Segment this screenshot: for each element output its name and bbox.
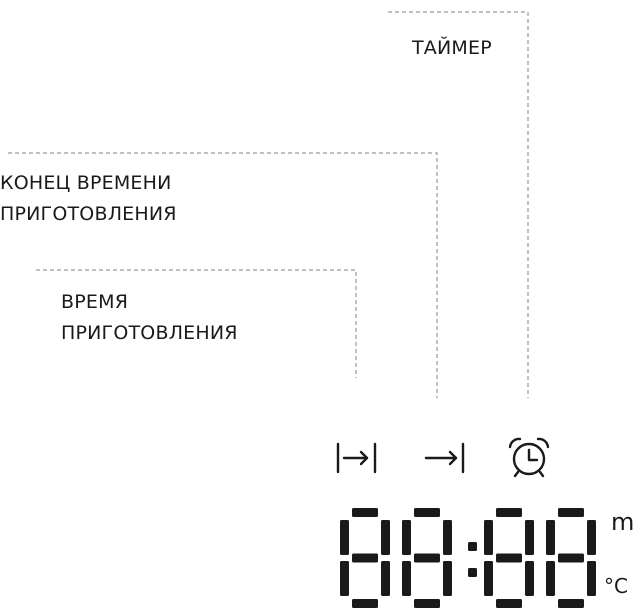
segment-g (414, 553, 440, 563)
segment-c (525, 561, 534, 596)
unit-celsius: °C (604, 574, 628, 598)
leader-line-cooking-time (36, 269, 357, 378)
label-end-time-line1: КОНЕЦ ВРЕМЕНИ (0, 172, 172, 194)
segment-g (352, 553, 378, 563)
segment-f (340, 520, 349, 555)
segment-b (587, 520, 596, 555)
segment-f (402, 520, 411, 555)
segment-e (402, 561, 411, 596)
segment-f (546, 520, 555, 555)
segment-b (381, 520, 390, 555)
segment-e (546, 561, 555, 596)
segment-g (496, 553, 522, 563)
segment-d (352, 599, 378, 608)
label-cooking-time: ВРЕМЯ ПРИГОТОВЛЕНИЯ (61, 287, 238, 349)
leader-line-timer (388, 11, 529, 398)
label-end-time-line2: ПРИГОТОВЛЕНИЯ (0, 203, 177, 225)
segment-c (587, 561, 596, 596)
end-arrow-icon (424, 442, 465, 474)
segment-a (558, 508, 584, 517)
label-timer-text: ТАЙМЕР (412, 37, 492, 59)
unit-minutes: m (611, 508, 635, 536)
label-cooking-time-line2: ПРИГОТОВЛЕНИЯ (61, 322, 238, 344)
duration-arrow-icon (336, 442, 377, 474)
colon-dot (468, 542, 477, 551)
label-cooking-time-line1: ВРЕМЯ (61, 291, 129, 313)
colon-dot (468, 568, 477, 577)
segment-a (496, 508, 522, 517)
segment-f (484, 520, 493, 555)
segment-b (443, 520, 452, 555)
leader-line-end-time (8, 152, 438, 398)
segment-e (484, 561, 493, 596)
label-end-time: КОНЕЦ ВРЕМЕНИ ПРИГОТОВЛЕНИЯ (0, 168, 177, 230)
segment-e (340, 561, 349, 596)
segment-c (381, 561, 390, 596)
segment-display (340, 508, 596, 608)
segment-g (558, 553, 584, 563)
segment-d (414, 599, 440, 608)
segment-a (352, 508, 378, 517)
segment-b (525, 520, 534, 555)
segment-a (414, 508, 440, 517)
segment-c (443, 561, 452, 596)
segment-d (496, 599, 522, 608)
segment-d (558, 599, 584, 608)
alarm-clock-icon (508, 437, 550, 478)
label-timer: ТАЙМЕР (412, 33, 492, 64)
